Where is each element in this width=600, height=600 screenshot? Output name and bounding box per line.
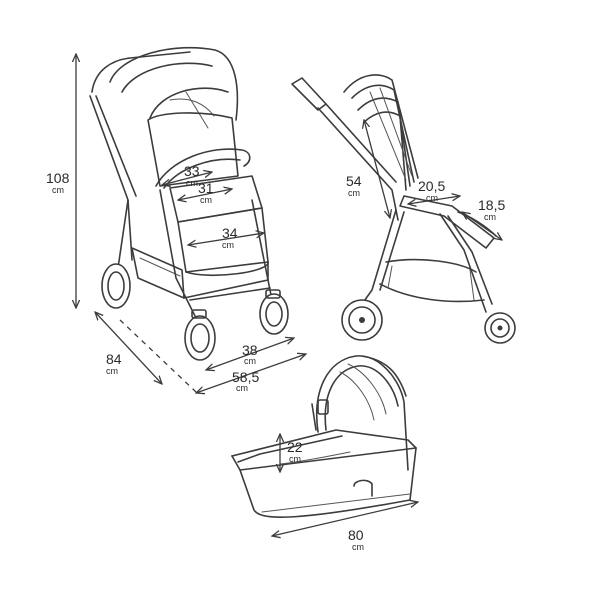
dim-label-34: 34 — [222, 225, 238, 241]
dimension-footrest-width: 34 cm — [188, 225, 264, 250]
dim-unit: cm — [236, 383, 248, 393]
dim-unit: cm — [289, 454, 301, 464]
dim-label-22: 22 — [287, 439, 303, 455]
dim-unit: cm — [484, 212, 496, 222]
dim-unit: cm — [52, 185, 64, 195]
dim-label-80: 80 — [348, 527, 364, 543]
dim-label-33: 33 — [184, 163, 200, 179]
dim-label-84: 84 — [106, 351, 122, 367]
dimension-wheelbase-width: 58,5 cm — [196, 354, 306, 393]
dimension-carrycot-height: 22 cm — [280, 434, 303, 472]
dim-label-20-5: 20,5 — [418, 178, 445, 194]
dim-unit: cm — [426, 193, 438, 203]
dim-unit: cm — [106, 366, 118, 376]
dimension-seat-width: 31 cm — [178, 180, 232, 205]
dim-label-108: 108 — [46, 170, 70, 186]
dimension-folded-depth: 20,5 cm — [408, 178, 460, 204]
dimension-front-width: 38 cm — [206, 338, 294, 370]
dimension-seat-back-width: 33 cm — [162, 163, 212, 188]
dimension-carrycot-length: 80 cm — [272, 502, 418, 552]
dim-unit: cm — [222, 240, 234, 250]
dim-unit: cm — [186, 178, 198, 188]
dim-label-18-5: 18,5 — [478, 197, 505, 213]
dimension-height-total: 108 cm — [46, 54, 76, 308]
dim-unit: cm — [244, 356, 256, 366]
dim-unit: cm — [352, 542, 364, 552]
dimension-folded-height: 54 cm — [346, 120, 390, 218]
dim-label-58-5: 58,5 — [232, 369, 259, 385]
folded-stroller-illustration — [291, 74, 516, 344]
dimension-depth-total: 84 cm — [95, 312, 197, 393]
carrycot-illustration — [231, 355, 417, 518]
dim-label-54: 54 — [346, 173, 362, 189]
stroller-illustration — [89, 46, 289, 361]
dim-unit: cm — [348, 188, 360, 198]
dimension-folded-width: 18,5 cm — [462, 197, 505, 240]
dim-label-31: 31 — [198, 180, 214, 196]
dim-unit: cm — [200, 195, 212, 205]
